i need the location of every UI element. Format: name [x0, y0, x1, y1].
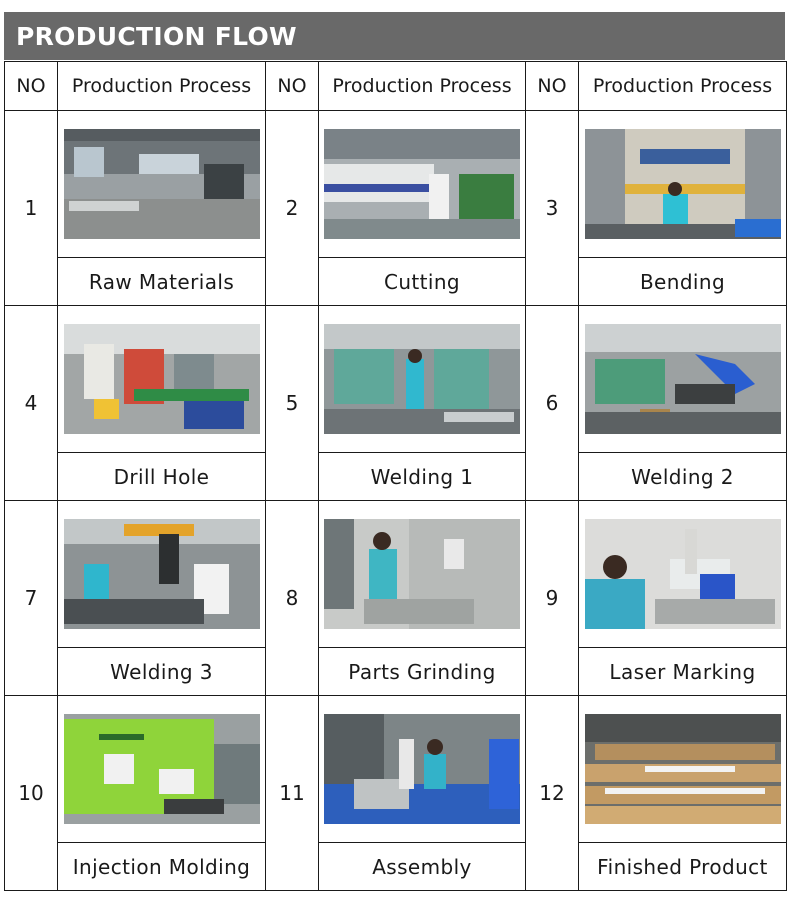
step-photo-cell	[578, 110, 787, 258]
step-number: 9	[525, 500, 579, 696]
injection-molding-photo	[63, 714, 260, 824]
step-number: 4	[4, 305, 58, 501]
welding-1-photo	[324, 324, 520, 434]
step-photo-cell	[57, 695, 266, 843]
step-number: 5	[265, 305, 319, 501]
step-label: Cutting	[318, 257, 526, 306]
step-photo-cell	[578, 695, 787, 843]
step-number: 1	[4, 110, 58, 306]
header-no: NO	[525, 61, 579, 111]
parts-grinding-photo	[324, 519, 520, 629]
step-number: 11	[265, 695, 319, 891]
production-flow-table: NO Production Process NO Production Proc…	[4, 61, 787, 891]
title-bar: PRODUCTION FLOW	[4, 12, 785, 60]
header-process: Production Process	[57, 61, 266, 111]
header-row: NO Production Process NO Production Proc…	[4, 61, 787, 111]
laser-marking-photo	[584, 519, 781, 629]
assembly-photo	[324, 714, 520, 824]
step-label-row: Drill Hole Welding 1 Welding 2	[5, 452, 787, 501]
step-label: Drill Hole	[57, 452, 266, 501]
header-process: Production Process	[318, 61, 526, 111]
step-label: Laser Marking	[578, 647, 787, 696]
step-label: Welding 2	[578, 452, 787, 501]
step-photo-row: 7 8 9	[4, 500, 787, 696]
step-number: 7	[4, 500, 58, 696]
step-photo-row: 4 5	[4, 305, 787, 501]
step-number: 6	[525, 305, 579, 501]
step-label: Welding 3	[57, 647, 266, 696]
step-photo-cell	[318, 695, 526, 843]
step-photo-cell	[57, 500, 266, 648]
step-label: Welding 1	[318, 452, 526, 501]
step-photo-cell	[318, 500, 526, 648]
page-title: PRODUCTION FLOW	[16, 21, 297, 51]
cutting-photo	[324, 129, 520, 239]
step-number: 2	[265, 110, 319, 306]
step-label-row: Injection Molding Assembly Finished Prod…	[5, 842, 787, 891]
step-photo-cell	[578, 305, 787, 453]
step-label: Parts Grinding	[318, 647, 526, 696]
step-label: Finished Product	[578, 842, 787, 891]
raw-materials-photo	[63, 129, 260, 239]
welding-2-photo	[584, 324, 781, 434]
step-number: 10	[4, 695, 58, 891]
welding-3-photo	[63, 519, 260, 629]
step-photo-cell	[57, 110, 266, 258]
step-number: 8	[265, 500, 319, 696]
step-label-row: Welding 3 Parts Grinding Laser Marking	[5, 647, 787, 696]
step-number: 3	[525, 110, 579, 306]
finished-product-photo	[584, 714, 781, 824]
step-number: 12	[525, 695, 579, 891]
step-label-row: Raw Materials Cutting Bending	[5, 257, 787, 306]
header-no: NO	[265, 61, 319, 111]
step-photo-cell	[318, 305, 526, 453]
step-photo-cell	[318, 110, 526, 258]
step-label: Assembly	[318, 842, 526, 891]
header-no: NO	[4, 61, 58, 111]
bending-photo	[584, 129, 781, 239]
step-label: Injection Molding	[57, 842, 266, 891]
step-photo-row: 1 2 3	[4, 110, 787, 306]
step-photo-cell	[578, 500, 787, 648]
step-label: Bending	[578, 257, 787, 306]
step-photo-cell	[57, 305, 266, 453]
header-process: Production Process	[578, 61, 787, 111]
drill-hole-photo	[63, 324, 260, 434]
step-photo-row: 10 11 12	[4, 695, 787, 891]
step-label: Raw Materials	[57, 257, 266, 306]
